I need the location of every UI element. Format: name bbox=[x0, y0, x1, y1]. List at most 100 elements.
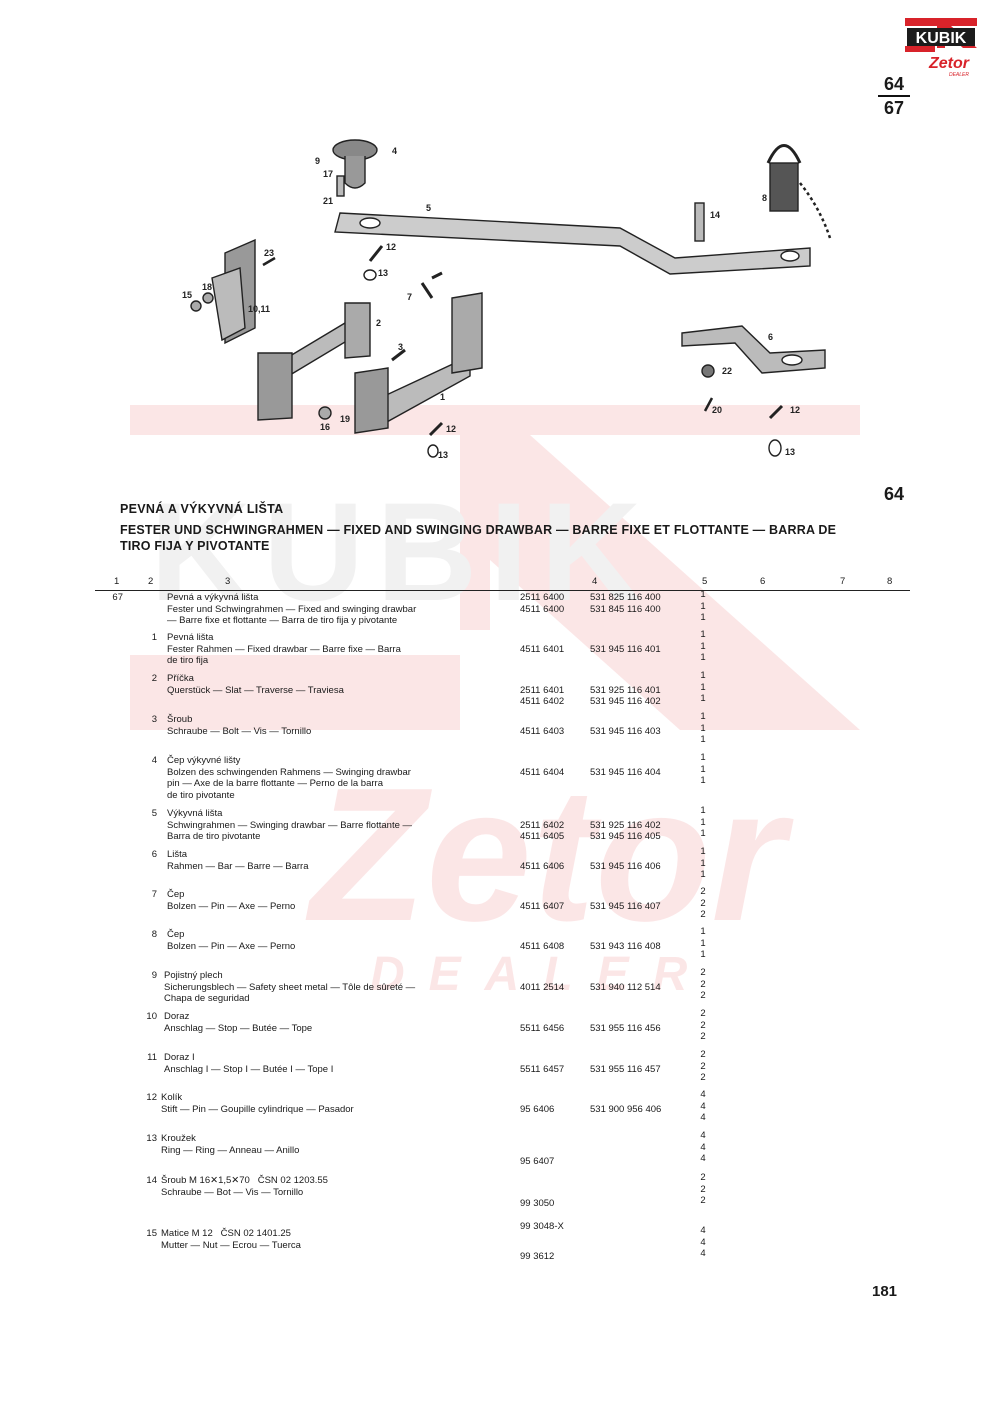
item-number: 5 bbox=[151, 808, 157, 819]
callout-6: 6 bbox=[768, 332, 773, 342]
column-header-8: 8 bbox=[887, 576, 893, 587]
quantity: 4 bbox=[700, 1141, 706, 1153]
part-number: 531 945 116 407 bbox=[590, 900, 661, 912]
part-number: 531 945 116 401 bbox=[590, 643, 661, 655]
part-code: 4511 6407 bbox=[520, 900, 565, 912]
callout-16: 16 bbox=[320, 422, 330, 432]
section-title-czech: PEVNÁ A VÝKYVNÁ LIŠTA bbox=[120, 502, 284, 516]
callout-5: 5 bbox=[426, 203, 431, 213]
quantity: 1 bbox=[700, 652, 706, 663]
quantity: 1 bbox=[700, 937, 706, 949]
callout-17: 17 bbox=[323, 169, 333, 179]
item-description: Příčka Querstück — Slat — Traverse — Tra… bbox=[167, 673, 344, 696]
quantity: 2 bbox=[700, 897, 706, 909]
quantity: 1 bbox=[700, 949, 706, 960]
quantity: 1 bbox=[700, 589, 706, 600]
quantity: 1 bbox=[700, 846, 706, 857]
item-number: 15 bbox=[146, 1228, 157, 1239]
quantity: 4 bbox=[700, 1225, 706, 1236]
logo-sub-text: DEALER bbox=[949, 72, 969, 78]
quantity: 1 bbox=[700, 752, 706, 763]
item-number: 6 bbox=[151, 849, 157, 860]
callout-12-a: 12 bbox=[386, 242, 396, 252]
part-number: 531 955 116 456 bbox=[590, 1022, 661, 1034]
part-number: 531 825 116 400 bbox=[590, 592, 661, 603]
quantity: 4 bbox=[700, 1130, 706, 1141]
logo-top-text: KUBIK bbox=[916, 30, 967, 47]
item-description: Výkyvná lišta Schwingrahmen — Swinging d… bbox=[167, 808, 413, 842]
column-header-4: 4 bbox=[592, 576, 598, 587]
quantity: 1 bbox=[700, 693, 706, 704]
quantity: 1 bbox=[700, 640, 706, 652]
part-code: 4011 2514 bbox=[520, 981, 565, 993]
column-header-7: 7 bbox=[840, 576, 846, 587]
part-number: 531 925 116 402 bbox=[590, 819, 661, 831]
callout-13-a: 13 bbox=[378, 268, 388, 278]
watermark-brand: KUBIK bbox=[150, 473, 653, 630]
callout-7: 7 bbox=[407, 292, 412, 302]
part-code: 4511 6404 bbox=[520, 766, 565, 778]
item-number: 4 bbox=[151, 755, 157, 766]
item-number: 14 bbox=[146, 1175, 157, 1186]
part-number: 531 943 116 408 bbox=[590, 940, 661, 952]
quantity: 1 bbox=[700, 828, 706, 839]
callout-19: 19 bbox=[340, 414, 350, 424]
quantity: 1 bbox=[700, 775, 706, 786]
item-description: Pevná lišta Fester Rahmen — Fixed drawba… bbox=[167, 632, 401, 666]
figure-range-top: 64 bbox=[883, 74, 905, 94]
callout-3: 3 bbox=[398, 342, 403, 352]
exploded-parts-drawing: 9 17 4 21 5 14 8 23 12 18 13 15 7 10,11 … bbox=[182, 139, 832, 460]
figure-range-bottom: 67 bbox=[883, 98, 905, 118]
figure-range: 64 67 bbox=[878, 74, 910, 118]
column-header-5: 5 bbox=[702, 576, 708, 587]
quantity: 1 bbox=[700, 926, 706, 937]
item-description: Čep Bolzen — Pin — Axe — Perno bbox=[167, 929, 296, 952]
part-code: 99 3048-X bbox=[520, 1221, 564, 1232]
watermark-sub: DEALER bbox=[370, 948, 711, 1001]
quantity: 2 bbox=[700, 990, 706, 1001]
part-number: 531 945 116 402 bbox=[590, 696, 661, 707]
item-number: 11 bbox=[147, 1052, 157, 1063]
quantity: 2 bbox=[700, 909, 706, 920]
part-code: 95 6407 bbox=[520, 1156, 555, 1167]
kubik-zetor-watermark: KUBIK Zetor DEALER bbox=[130, 405, 860, 1001]
callout-12-b: 12 bbox=[790, 405, 800, 415]
part-code: 5511 6456 bbox=[520, 1022, 565, 1034]
quantity: 2 bbox=[700, 978, 706, 990]
item-number: 8 bbox=[151, 929, 157, 940]
quantity: 2 bbox=[700, 1183, 706, 1195]
part-number: 531 945 116 406 bbox=[590, 860, 661, 872]
callout-21: 21 bbox=[323, 196, 333, 206]
callout-14: 14 bbox=[710, 210, 720, 220]
quantity: 2 bbox=[700, 1060, 706, 1072]
part-code: 2511 6400 bbox=[520, 592, 565, 603]
part-code: 4511 6402 bbox=[520, 696, 565, 707]
quantity: 2 bbox=[700, 1008, 706, 1019]
quantity: 1 bbox=[700, 869, 706, 880]
item-description: Čep Bolzen — Pin — Axe — Perno bbox=[167, 889, 296, 912]
part-number: 531 945 116 403 bbox=[590, 725, 661, 737]
table-header-rule bbox=[95, 590, 910, 591]
part-number: 531 900 956 406 bbox=[590, 1103, 662, 1115]
item-number: 7 bbox=[151, 889, 157, 900]
quantity: 2 bbox=[700, 886, 706, 897]
section-title-multilingual: FESTER UND SCHWINGRAHMEN — FIXED AND SWI… bbox=[120, 523, 837, 553]
item-description: Pevná a výkyvná lišta Fester und Schwing… bbox=[167, 592, 417, 626]
part-number: 531 925 116 401 bbox=[590, 684, 661, 696]
page-number: 181 bbox=[872, 1283, 898, 1300]
part-code: 4511 6405 bbox=[520, 831, 565, 842]
part-code: 4511 6400 bbox=[520, 603, 565, 615]
part-number: 531 945 116 404 bbox=[590, 766, 661, 778]
quantity: 1 bbox=[700, 612, 706, 623]
item-description: Pojistný plech Sicherungsblech — Safety … bbox=[164, 970, 416, 1004]
part-code: 99 3612 bbox=[520, 1251, 555, 1262]
callout-8: 8 bbox=[762, 193, 767, 203]
callout-13-b: 13 bbox=[438, 450, 448, 460]
part-code: 4511 6408 bbox=[520, 940, 565, 952]
part-number: 531 940 112 514 bbox=[590, 981, 661, 993]
col1-value: 67 bbox=[112, 592, 123, 603]
callout-13-c: 13 bbox=[785, 447, 795, 457]
quantity: 4 bbox=[700, 1153, 706, 1164]
part-number: 531 845 116 400 bbox=[590, 603, 661, 615]
